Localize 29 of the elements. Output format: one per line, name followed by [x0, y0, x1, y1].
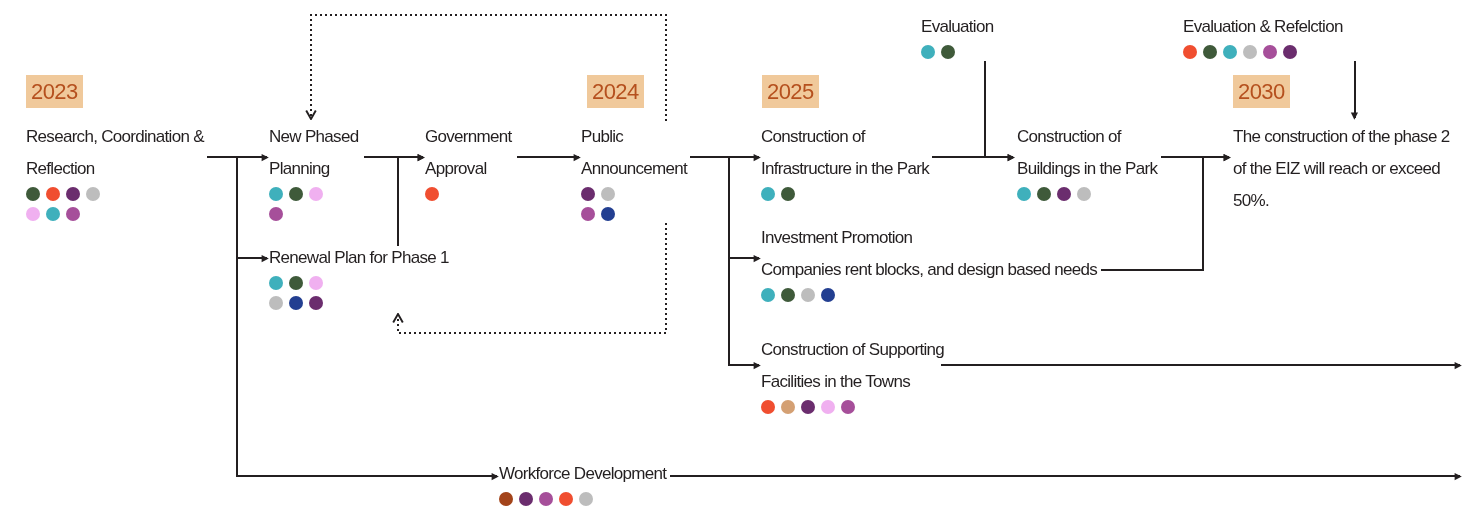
- dashed-arrow: [392, 222, 667, 334]
- step-label: Construction of Infrastructure in the Park: [761, 126, 930, 180]
- arrow: [940, 362, 1462, 370]
- step-label: Construction of Buildings in the Park: [1017, 126, 1159, 180]
- arrow: [689, 156, 761, 370]
- dashed-arrow: [305, 14, 667, 122]
- step-label: Evaluation: [921, 16, 994, 38]
- year-badge: 2025: [762, 75, 819, 108]
- arrow: [669, 473, 1462, 481]
- year-badge: 2023: [26, 75, 83, 108]
- step-label: Renewal Plan for Phase 1: [269, 247, 449, 269]
- step-label: Investment Promotion: [761, 227, 913, 249]
- arrow: [984, 60, 1015, 162]
- arrow: [516, 154, 581, 162]
- year-badge: 2030: [1233, 75, 1290, 108]
- arrow: [397, 154, 425, 247]
- step-label: Construction of Supporting Facilities in the Towns: [761, 339, 946, 393]
- step-label: Companies rent blocks, and design based needs: [761, 259, 1098, 281]
- arrow: [1100, 154, 1231, 271]
- year-badge: 2024: [587, 75, 644, 108]
- arrow: [206, 156, 499, 481]
- arrow: [1350, 60, 1358, 120]
- step-label: Evaluation & Refelction: [1183, 16, 1343, 38]
- step-label: The construction of the phase 2 of the EIZ will reach or exceed 50%.: [1233, 126, 1451, 212]
- step-label: Workforce Development: [499, 463, 667, 485]
- step-label: Government Approval: [425, 126, 513, 180]
- step-label: Research, Coordination & Reflection: [26, 126, 205, 180]
- step-label: Public Announcement: [581, 126, 688, 180]
- step-label: New Phased Planning: [269, 126, 360, 180]
